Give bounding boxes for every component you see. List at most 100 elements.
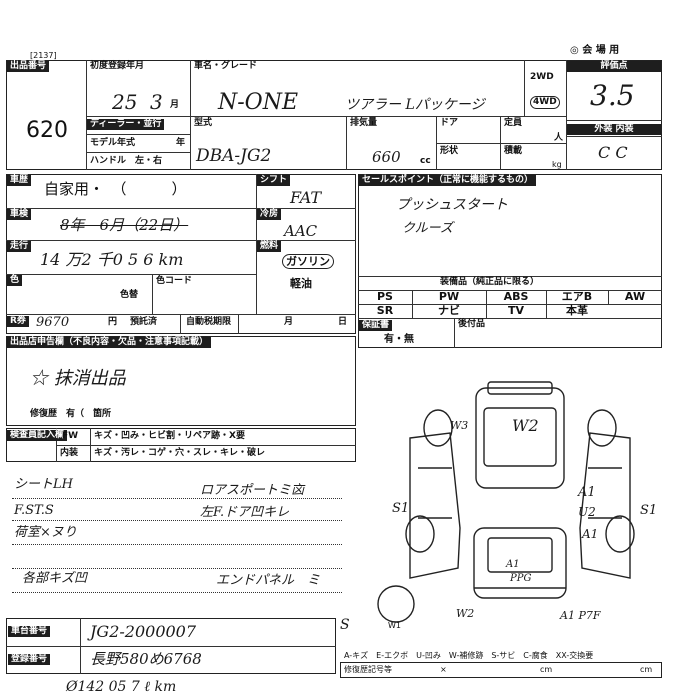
car-damage-diagram	[377, 381, 635, 623]
spec-label: 後付品	[458, 319, 486, 329]
mark-a1-p7f: W2	[456, 607, 475, 620]
legend2-c: cm	[640, 665, 653, 674]
notes-block	[6, 336, 356, 426]
shift-value: FAT	[290, 188, 322, 207]
equip-aw: AW	[624, 290, 646, 303]
inspector-label: 検査員記入欄	[7, 430, 68, 441]
equip-airbag: エアB	[561, 290, 593, 303]
score-label: 評価点	[567, 61, 661, 72]
ext-int-label: 外装 内装	[567, 124, 661, 135]
type-label: 型式	[194, 118, 213, 128]
displacement-value: 660	[372, 148, 401, 166]
inspector-note-6: 左F.ドア凹キレ	[200, 505, 290, 520]
mileage-label: 走行	[7, 241, 32, 252]
reg-year: 25	[112, 90, 138, 114]
history-block	[6, 174, 356, 334]
lot-label: 出品番号	[7, 61, 50, 72]
inspector-note-7: エンドパネル ミ	[216, 573, 321, 588]
bracket-mark: S	[340, 617, 350, 633]
sales-line2: クルーズ	[402, 221, 453, 236]
top-block	[6, 60, 662, 170]
equip-navi: ナビ	[438, 304, 460, 317]
displacement-label: 排気量	[350, 118, 378, 128]
equip-tv: TV	[507, 304, 525, 317]
equip-pw: PW	[438, 290, 460, 303]
ac-value: AAC	[284, 222, 318, 240]
tax-unit: 月	[284, 317, 294, 327]
extra-line: Ø142 05 7 ℓ km	[66, 679, 177, 695]
recycle-value: 9670	[36, 315, 70, 330]
mark-w2: W2	[512, 416, 539, 435]
notes-label: 出品店申告欄（不良内容・欠品・注意事項記載）	[7, 337, 212, 348]
model-label: 車名・グレード	[194, 61, 258, 71]
tax-day: 日	[338, 317, 348, 327]
inspector-note-4: 各部キズ凹	[22, 571, 88, 586]
color-code-label: 色コード	[156, 276, 193, 286]
model-name: N-ONE	[218, 90, 299, 115]
legend2-a: ×	[440, 665, 447, 674]
fuel-label: 燃料	[257, 241, 282, 252]
ac-label: 冷房	[257, 209, 282, 220]
mark-w1: A1 P7F	[560, 609, 601, 622]
color-label: 色	[7, 275, 23, 286]
usage-label: 車歴	[7, 175, 32, 186]
sales-label: セールスポイント（正常に機能するもの）	[359, 175, 537, 186]
mark-u2: U2	[578, 505, 596, 519]
reg-unit: 月	[170, 100, 180, 110]
tax-label: 自動税期限	[186, 317, 232, 327]
repair-label: 修復歴 有（ 箇所	[30, 409, 112, 419]
model-year-label: モデル年式	[90, 138, 136, 148]
loading-label: 積載	[504, 146, 523, 156]
inspector-note-5: ロアスポートミ㐫	[200, 483, 305, 498]
plate-value: 長野580め6768	[90, 650, 202, 668]
fuel-diesel: 軽油	[290, 277, 312, 290]
mark-s1-left: S1	[392, 501, 410, 516]
chassis-value: JG2-2000007	[90, 622, 197, 641]
venue-label: ◎ 会 場 用	[570, 45, 620, 56]
fuel-gas: ガソリン	[282, 254, 334, 269]
equip-leather: 本革	[566, 304, 588, 317]
fw-items: キズ・凹み・ヒビ割・リペア跡・X要	[94, 431, 245, 441]
inspector-note-2: F.ST.S	[14, 503, 54, 518]
damage-legend: A-キズ E-エクボ U-凹み W-補修跡 S-サビ C-腐食 XX-交換要	[344, 651, 594, 660]
door-label: ドア	[440, 118, 459, 128]
notes-value: ☆ 抹消出品	[30, 368, 126, 389]
capacity-label: 定員	[504, 118, 523, 128]
mark-a1-2: A1	[582, 527, 599, 541]
spare-label: W1	[388, 621, 401, 630]
equip-sr: SR	[376, 304, 394, 317]
type-code: DBA-JG2	[196, 146, 272, 166]
plate-label: 登録番号	[8, 654, 51, 665]
capacity-unit: 人	[554, 133, 564, 143]
mark-a1-1: A1	[578, 485, 596, 500]
recycle-unit: 円	[108, 317, 118, 327]
model-year-unit: 年	[176, 138, 186, 148]
fw-label: FW	[62, 431, 79, 441]
legend2-box	[340, 662, 662, 678]
inspector-note-3: 荷室×ヌり	[14, 525, 77, 540]
mileage-value: 14 万2 千0 5 6 km	[40, 250, 184, 269]
legend2-b: cm	[540, 665, 553, 674]
drive-2wd: 2WD	[530, 72, 554, 82]
chassis-label: 車台番号	[8, 626, 51, 637]
dealer-label: ディーラー・並行	[87, 119, 165, 130]
mark-s1-right: S1	[640, 503, 658, 518]
inspector-note-1: シートLH	[14, 477, 73, 492]
legend2-label: 修復歴記号等	[344, 665, 392, 674]
sales-line1: プッシュスタート	[396, 197, 508, 213]
warranty-label: 保証書	[359, 320, 393, 331]
mark-w3: W3	[450, 419, 469, 432]
handle-label: ハンドル 左・右	[90, 156, 163, 166]
inspection-label: 車検	[7, 209, 32, 220]
shape-label: 形状	[440, 146, 459, 156]
loading-unit: kg	[552, 160, 562, 169]
ext-int-value: C C	[598, 143, 628, 162]
reg-month: 3	[150, 90, 163, 114]
deposit-label: 預託済	[130, 317, 158, 327]
first-reg-label: 初度登録年月	[90, 61, 145, 71]
lot-number: 620	[26, 118, 68, 143]
usage-value: 自家用・ （ ）	[44, 180, 187, 198]
interior-items: キズ・汚レ・コゲ・穴・スレ・キレ・破レ	[94, 448, 266, 458]
color-change: 色替	[120, 290, 139, 300]
